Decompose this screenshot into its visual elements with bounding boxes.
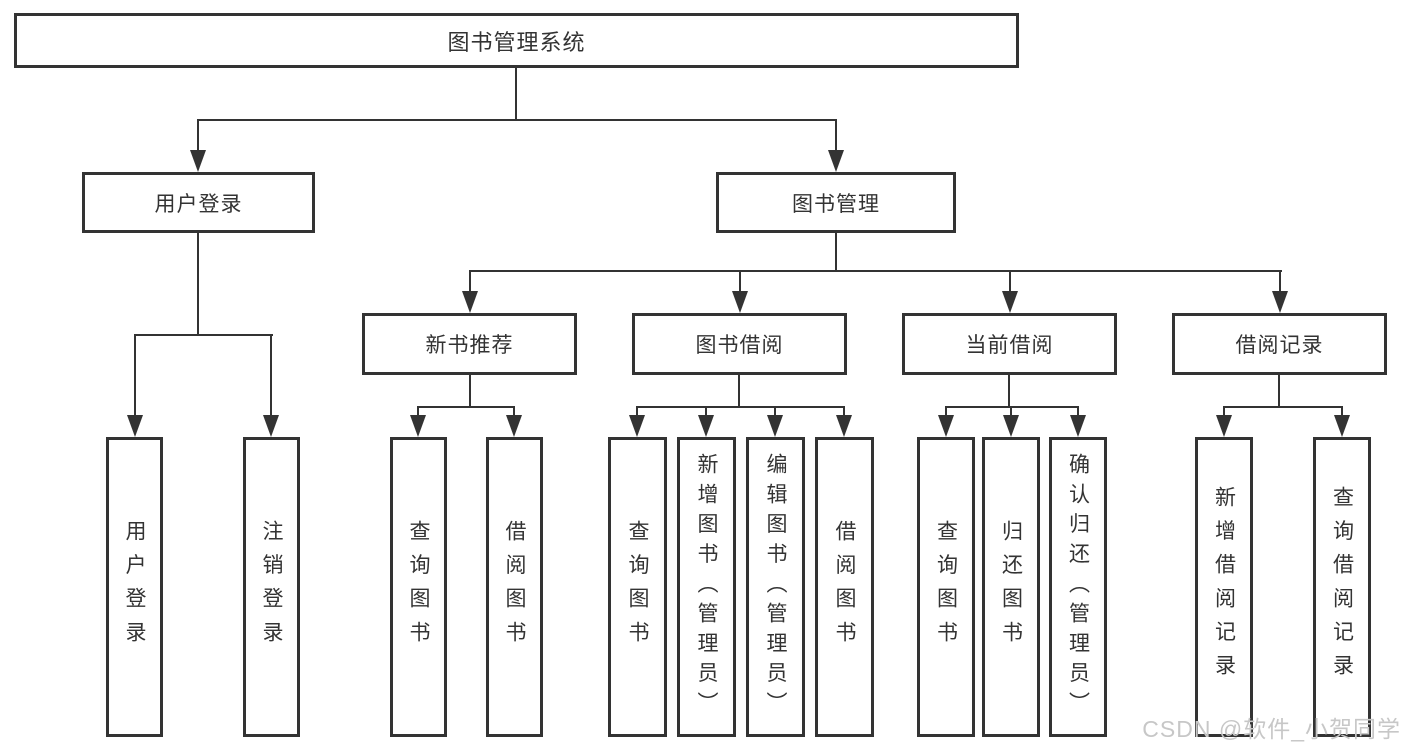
- node-nbr-query-books: 查询图书: [390, 437, 447, 737]
- connector-line: [1279, 270, 1281, 293]
- connector-line: [1223, 406, 1225, 417]
- arrowhead-down-icon: [1003, 415, 1019, 437]
- node-label: 用户登录: [154, 192, 243, 216]
- node-label: 图书管理系统: [447, 29, 586, 55]
- connector-line: [134, 334, 273, 336]
- connector-line: [1077, 406, 1079, 417]
- node-label: 借阅图书: [503, 519, 526, 655]
- arrowhead-down-icon: [506, 415, 522, 437]
- connector-line: [513, 406, 515, 417]
- node-new-book-recommend: 新书推荐: [362, 313, 577, 375]
- node-label: 编辑图书（管理员）: [764, 452, 787, 722]
- connector-line: [1278, 375, 1280, 408]
- arrowhead-down-icon: [190, 150, 206, 172]
- node-label: 新增图书（管理员）: [695, 452, 718, 722]
- connector-line: [417, 406, 515, 408]
- arrowhead-down-icon: [629, 415, 645, 437]
- node-label: 确认归还（管理员）: [1066, 452, 1090, 722]
- arrowhead-down-icon: [938, 415, 954, 437]
- node-library-management-system: 图书管理系统: [14, 13, 1019, 68]
- arrowhead-down-icon: [410, 415, 426, 437]
- node-borrowing-records: 借阅记录: [1172, 313, 1387, 375]
- arrowhead-down-icon: [698, 415, 714, 437]
- connector-line: [738, 375, 740, 408]
- connector-line: [1223, 406, 1343, 408]
- connector-line: [469, 270, 471, 293]
- csdn-watermark: CSDN @软件_小贺同学: [1142, 716, 1401, 742]
- connector-line: [417, 406, 419, 417]
- connector-line: [739, 270, 741, 293]
- node-label: 归还图书: [999, 519, 1023, 655]
- connector-line: [835, 119, 837, 152]
- connector-line: [134, 334, 136, 417]
- node-bb-query-books: 查询图书: [608, 437, 667, 737]
- arrowhead-down-icon: [836, 415, 852, 437]
- node-book-borrowing: 图书借阅: [632, 313, 847, 375]
- connector-line: [515, 68, 517, 121]
- arrowhead-down-icon: [462, 291, 478, 313]
- arrowhead-down-icon: [1070, 415, 1086, 437]
- node-cb-confirm-return-admin: 确认归还（管理员）: [1049, 437, 1107, 737]
- connector-line: [1010, 406, 1012, 417]
- connector-line: [1341, 406, 1343, 417]
- node-logout: 注销登录: [243, 437, 300, 737]
- node-label: 新书推荐: [425, 334, 514, 357]
- node-book-management: 图书管理: [716, 172, 956, 233]
- connector-line: [636, 406, 638, 417]
- connector-line: [843, 406, 845, 417]
- node-current-borrowing: 当前借阅: [902, 313, 1117, 375]
- arrowhead-down-icon: [828, 150, 844, 172]
- node-cb-query-books: 查询图书: [917, 437, 975, 737]
- connector-line: [197, 233, 199, 336]
- arrowhead-down-icon: [1272, 291, 1288, 313]
- arrowhead-down-icon: [127, 415, 143, 437]
- arrowhead-down-icon: [732, 291, 748, 313]
- node-label: 图书管理: [792, 192, 880, 216]
- node-label: 注销登录: [260, 519, 283, 655]
- arrowhead-down-icon: [1002, 291, 1018, 313]
- node-label: 借阅记录: [1235, 334, 1324, 357]
- connector-line: [636, 406, 845, 408]
- node-bb-edit-books-admin: 编辑图书（管理员）: [746, 437, 805, 737]
- connector-line: [270, 334, 272, 417]
- connector-line: [469, 375, 471, 408]
- node-user-login-leaf: 用户登录: [106, 437, 163, 737]
- node-user-login: 用户登录: [82, 172, 315, 233]
- node-label: 新增借阅记录: [1212, 486, 1236, 688]
- node-br-add-record: 新增借阅记录: [1195, 437, 1253, 737]
- connector-line: [1009, 270, 1011, 293]
- node-label: 查询借阅记录: [1330, 486, 1354, 688]
- connector-line: [945, 406, 1079, 408]
- connector-line: [469, 270, 1282, 272]
- node-cb-return-books: 归还图书: [982, 437, 1040, 737]
- node-bb-add-books-admin: 新增图书（管理员）: [677, 437, 736, 737]
- node-label: 当前借阅: [965, 334, 1054, 357]
- arrowhead-down-icon: [1216, 415, 1232, 437]
- connector-line: [945, 406, 947, 417]
- connector-line: [835, 233, 837, 272]
- arrowhead-down-icon: [767, 415, 783, 437]
- arrowhead-down-icon: [1334, 415, 1350, 437]
- node-label: 借阅图书: [833, 519, 856, 655]
- node-nbr-borrow-books: 借阅图书: [486, 437, 543, 737]
- node-label: 查询图书: [407, 519, 430, 655]
- connector-line: [197, 119, 837, 121]
- connector-line: [705, 406, 707, 417]
- connector-line: [1008, 375, 1010, 408]
- connector-line: [197, 119, 199, 152]
- node-label: 图书借阅: [695, 334, 784, 357]
- node-br-query-record: 查询借阅记录: [1313, 437, 1371, 737]
- connector-line: [774, 406, 776, 417]
- node-bb-borrow-books: 借阅图书: [815, 437, 874, 737]
- node-label: 查询图书: [626, 519, 649, 655]
- arrowhead-down-icon: [263, 415, 279, 437]
- node-label: 查询图书: [934, 519, 958, 655]
- node-label: 用户登录: [123, 519, 146, 655]
